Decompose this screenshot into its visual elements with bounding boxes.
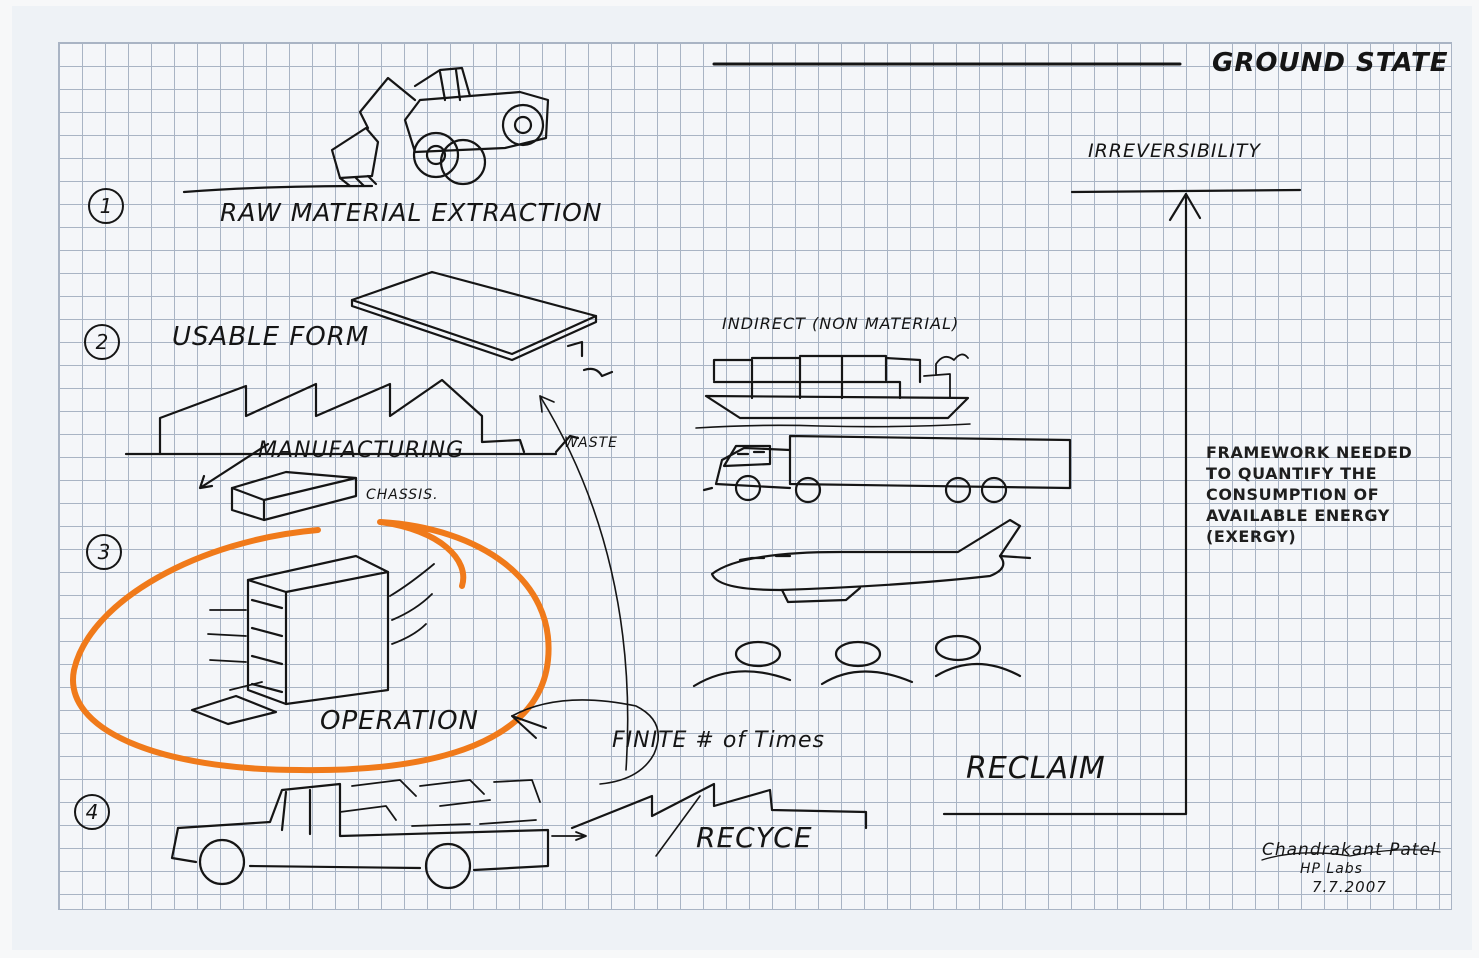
- framework-line: AVAILABLE ENERGY: [1206, 506, 1390, 525]
- signature-flourish: [1261, 849, 1441, 861]
- chassis-label: CHASSIS.: [366, 487, 439, 503]
- airplane-icon: [710, 518, 1032, 604]
- cargo-ship-icon: [695, 353, 971, 429]
- framework-line: TO QUANTIFY THE: [1206, 464, 1378, 483]
- ground-state-title: GROUND STATE: [1212, 48, 1449, 78]
- chassis-icon: [230, 470, 358, 522]
- recycle-sawtooth: [570, 782, 868, 830]
- excavator-icon: [330, 66, 550, 188]
- indirect-label: INDIRECT (NON MATERIAL): [722, 314, 960, 333]
- signature-org: HP Labs: [1300, 861, 1363, 877]
- factory-icon: [124, 378, 580, 490]
- signature-date: 7.7.2007: [1312, 878, 1387, 896]
- framework-line: FRAMEWORK NEEDED: [1206, 443, 1413, 462]
- manufacturing-label: MANUFACTURING: [258, 438, 465, 463]
- irreversibility-label: IRREVERSIBILITY: [1088, 140, 1261, 162]
- framework-note: FRAMEWORK NEEDED TO QUANTIFY THE CONSUMP…: [1206, 442, 1412, 547]
- stage-number-4: 4: [74, 794, 110, 830]
- energy-arrow: [942, 192, 1188, 816]
- stage-label-recycle: RECYCE: [696, 821, 813, 854]
- finite-times-label: FINITE # of Times: [612, 728, 826, 753]
- stage-label-raw-material: RAW MATERIAL EXTRACTION: [220, 198, 603, 227]
- pickup-truck-icon: [170, 779, 587, 890]
- stage-number-1: 1: [88, 188, 124, 224]
- irreversibility-bar: [1070, 188, 1302, 194]
- operation-highlight-circle: [70, 519, 552, 774]
- stage-label-operation: OPERATION: [320, 706, 479, 736]
- operation-return-arrow: [511, 699, 660, 785]
- stage-number-2: 2: [84, 324, 120, 360]
- server-rack-icon: [190, 554, 435, 726]
- framework-line: (EXERGY): [1206, 527, 1297, 546]
- stage-label-usable-form: USABLE FORM: [172, 322, 370, 352]
- stage-number-3: 3: [86, 534, 122, 570]
- framework-line: CONSUMPTION OF: [1206, 485, 1380, 504]
- reclaim-label: RECLAIM: [966, 751, 1106, 786]
- reuse-arrow: [539, 395, 629, 771]
- people-icon: [692, 634, 1022, 688]
- waste-label: WASTE: [564, 435, 619, 451]
- ground-line: [182, 184, 374, 194]
- signature-name: Chandrakant Patel: [1262, 840, 1437, 860]
- semi-truck-icon: [702, 434, 1072, 504]
- slab-icon: [350, 270, 614, 378]
